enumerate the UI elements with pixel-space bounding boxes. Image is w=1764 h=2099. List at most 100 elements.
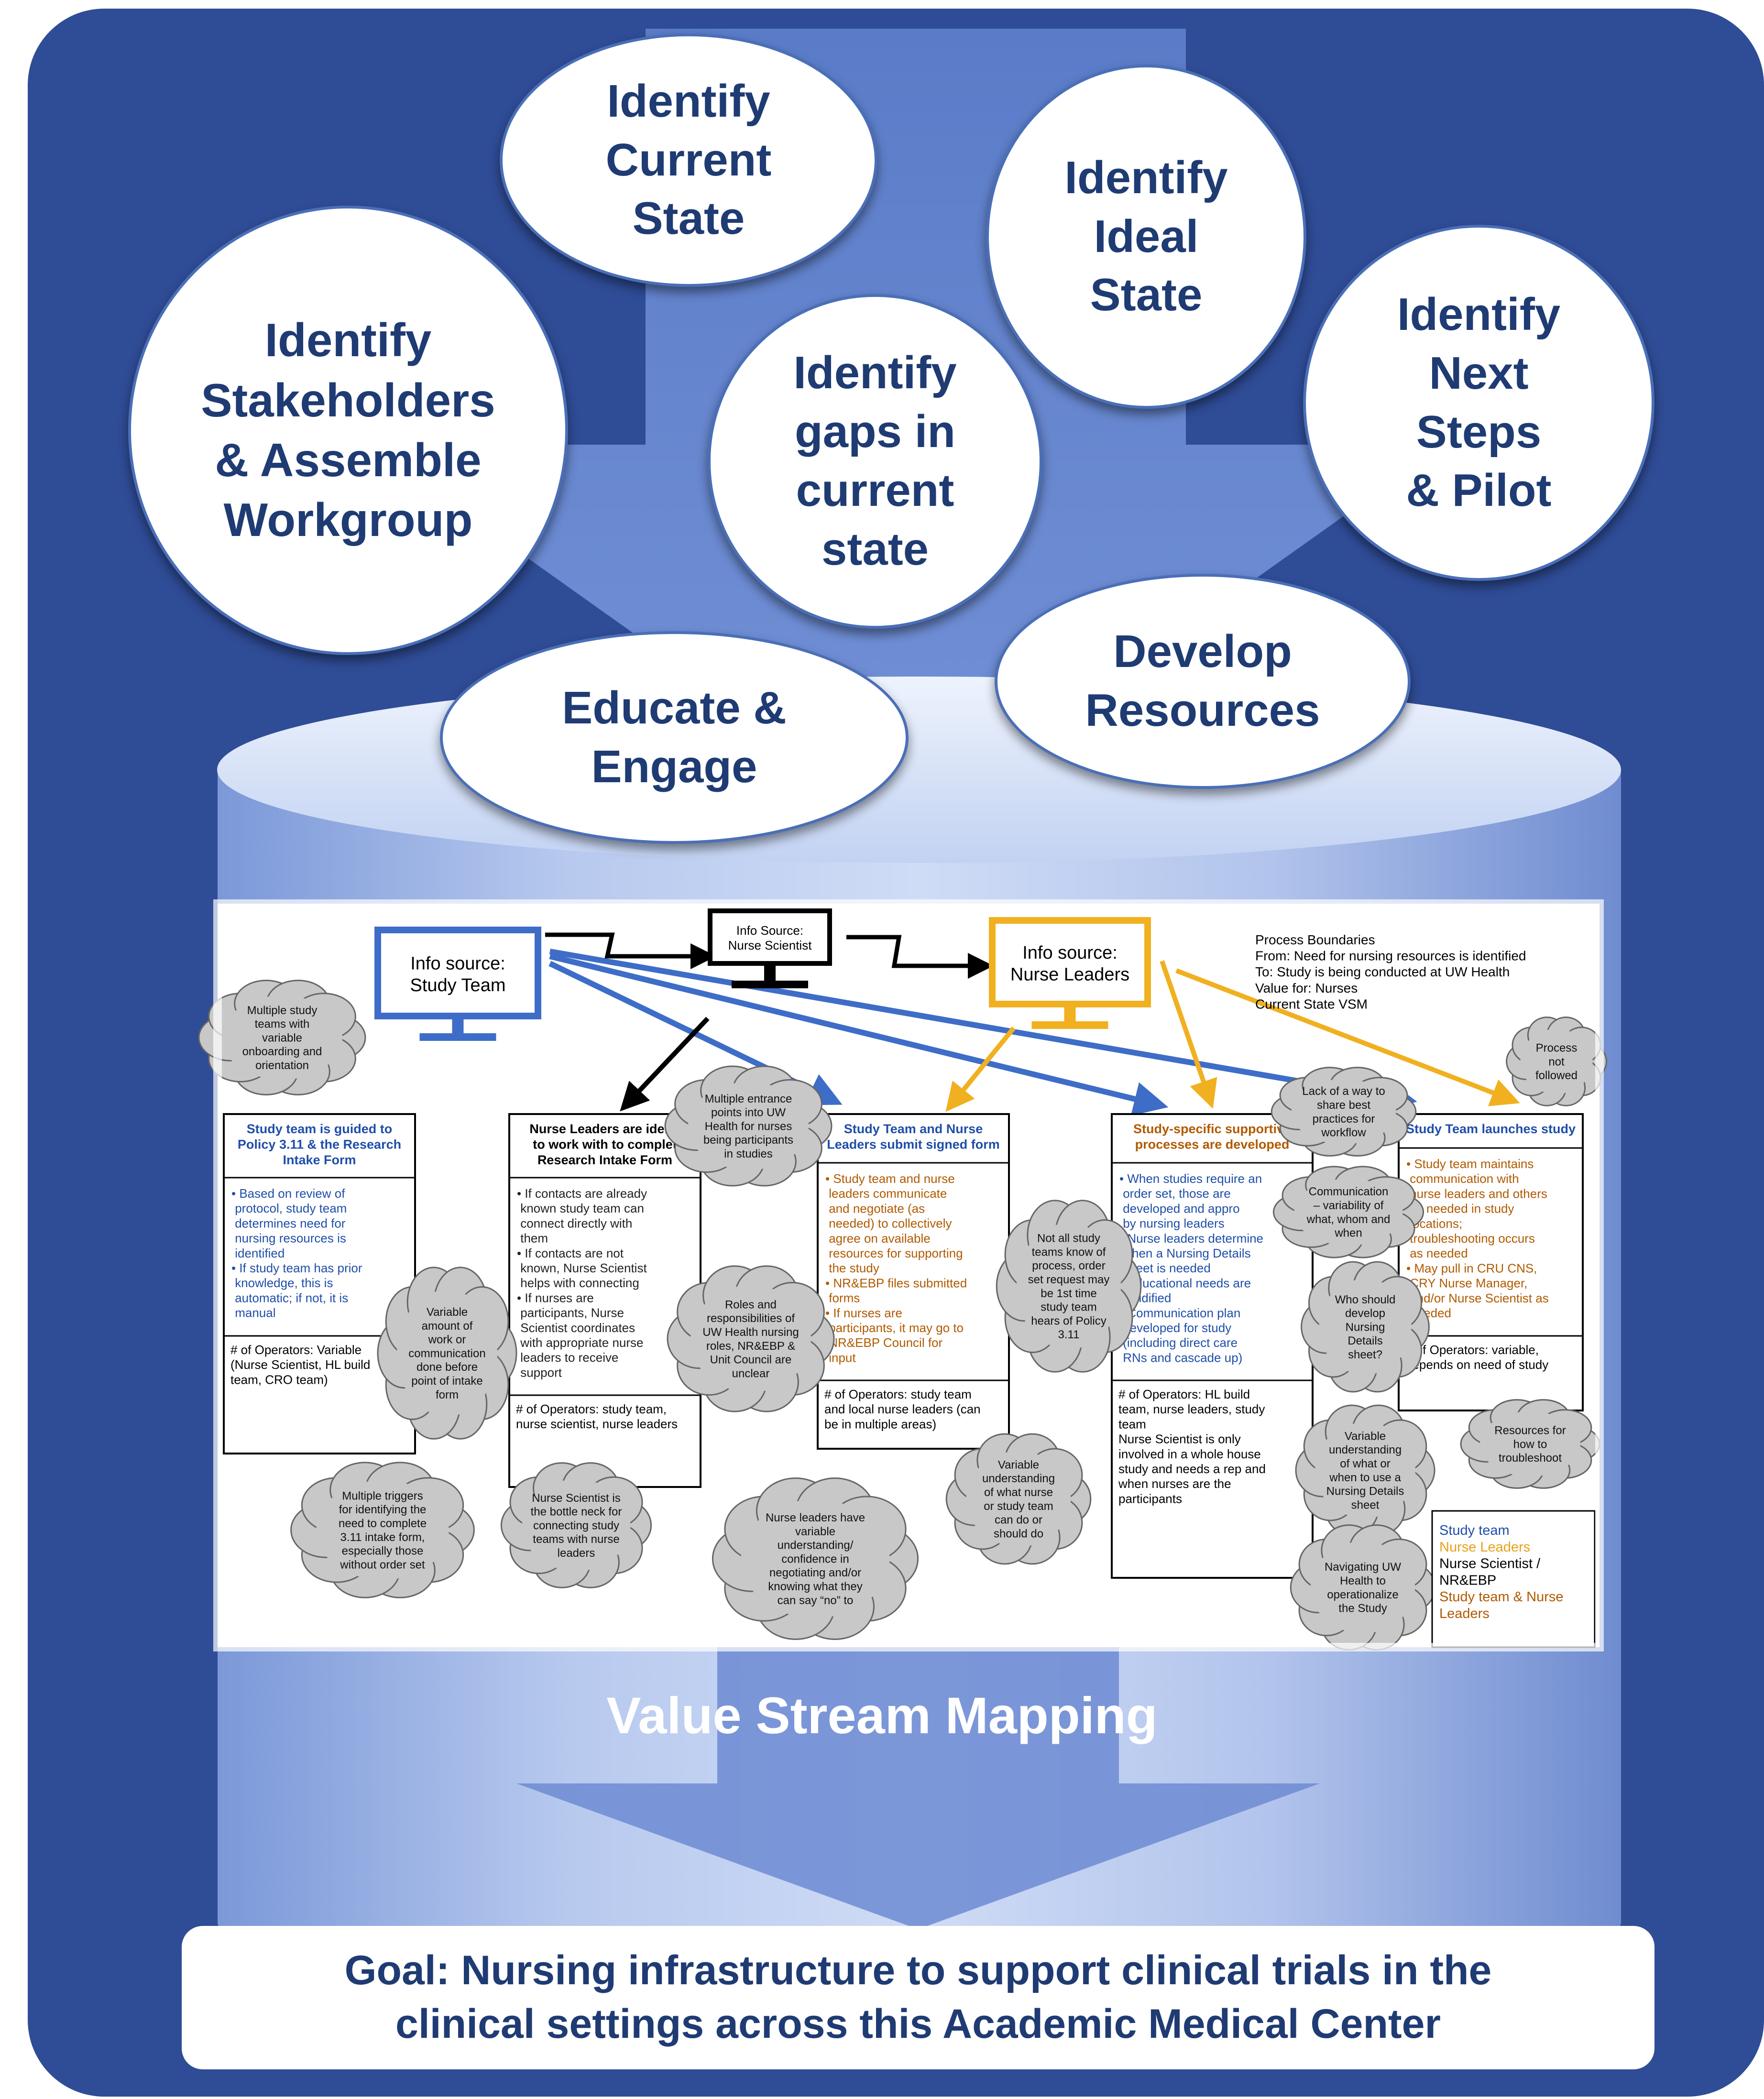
- bubble-develop-text: Develop Resources: [1085, 626, 1320, 736]
- arrow-scientist-leaders: [846, 935, 994, 979]
- arrow-study-scientist: [545, 932, 716, 969]
- monitor-study-team-base: [419, 1033, 496, 1041]
- issue-cloud-8: [667, 1265, 835, 1412]
- bubble-current-state-text: Identify Current State: [605, 75, 772, 244]
- issue-cloud-15: [945, 1433, 1092, 1565]
- arrow-leaders-to-box5: [1175, 968, 1520, 1106]
- bubble-next-steps-text: Identify Next Steps & Pilot: [1397, 288, 1561, 516]
- issue-cloud-7: [377, 1267, 517, 1440]
- bubble-identify-current-state: Identify Current State: [500, 33, 877, 287]
- issue-cloud-12: [290, 1462, 475, 1598]
- cylinder-label: Value Stream Mapping: [606, 1686, 1158, 1744]
- bubble-develop-resources: Develop Resources: [995, 574, 1411, 789]
- issue-cloud-2: [664, 1065, 833, 1187]
- bubble-identify-next-steps: Identify Next Steps & Pilot: [1303, 225, 1654, 581]
- process-box-3-body: • Study team and nurse leaders communica…: [825, 1171, 967, 1365]
- issue-cloud-11: [1460, 1399, 1600, 1489]
- monitor-nurse-scientist-base: [732, 981, 808, 988]
- issue-cloud-6-core: [1016, 1223, 1121, 1349]
- bubble-educate-text: Educate & Engage: [562, 682, 787, 792]
- goal-box: Goal: Nursing infrastructure to support …: [182, 1926, 1654, 2069]
- process-box-5: [1398, 1113, 1584, 1411]
- process-box-1-operators: # of Operators: Variable(Nurse Scientist…: [230, 1343, 370, 1387]
- issue-cloud-10-core: [1315, 1422, 1415, 1518]
- issue-cloud-12-core: [316, 1480, 449, 1580]
- process-box-3: [817, 1113, 1010, 1450]
- process-box-2-body: • If contacts are already known study te…: [517, 1186, 647, 1379]
- process-box-1: [223, 1113, 416, 1454]
- monitor-nurse-scientist-screen: [708, 908, 832, 966]
- issue-cloud-7-core: [397, 1290, 497, 1416]
- bubble-gaps-text: Identify gaps in current state: [793, 347, 957, 575]
- issue-cloud-1-core: [222, 995, 342, 1080]
- arrow-study-to-box4: [549, 953, 1169, 1116]
- cylinder-top: [217, 677, 1621, 863]
- bubble-ideal-state-text: Identify Ideal State: [1064, 152, 1228, 321]
- monitor-nurse-leaders-base: [1031, 1021, 1108, 1029]
- issue-cloud-4: [1271, 1067, 1417, 1157]
- monitor-nurse-scientist-label: Info Source:Nurse Scientist: [728, 923, 812, 952]
- monitor-nurse-leaders-label: Info source:Nurse Leaders: [1010, 943, 1129, 985]
- issue-cloud-5: [1272, 1166, 1424, 1258]
- process-box-4: [1111, 1113, 1314, 1579]
- arrow-leaders-to-box4: [1160, 960, 1217, 1109]
- goal-text: Goal: Nursing infrastructure to support …: [344, 1947, 1492, 2047]
- arrow-scientist-to-box2: [620, 1017, 710, 1112]
- issue-cloud-14: [712, 1477, 919, 1640]
- issue-cloud-8-core: [690, 1285, 811, 1392]
- issue-cloud-13: [500, 1462, 652, 1588]
- bubble-educate-engage: Educate & Engage: [440, 631, 909, 844]
- bubble-identify-ideal-state: Identify Ideal State: [986, 65, 1306, 409]
- issue-cloud-4-core: [1291, 1079, 1396, 1144]
- issue-cloud-16-core: [1310, 1541, 1415, 1633]
- monitor-nurse-leaders-stand: [1064, 1004, 1076, 1022]
- arrow-leaders-to-box3: [945, 1026, 1016, 1112]
- monitor-study-team-screen: [374, 927, 541, 1019]
- vsm-panel-glow: [213, 899, 1604, 1651]
- issue-cloud-2-core: [688, 1082, 809, 1170]
- monitor-study-team-label: Info source:Study Team: [410, 953, 506, 995]
- bubble-identify-stakeholders: Identify Stakeholders & Assemble Workgro…: [128, 206, 568, 655]
- issue-cloud-11-core: [1480, 1411, 1580, 1476]
- issue-cloud-10: [1295, 1404, 1435, 1536]
- issue-cloud-16: [1290, 1524, 1436, 1651]
- issue-cloud-13-core: [522, 1479, 631, 1571]
- process-box-2: [508, 1113, 701, 1488]
- bubble-identify-gaps: Identify gaps in current state: [708, 294, 1042, 629]
- issue-cloud-9: [1301, 1261, 1430, 1393]
- issue-cloud-14-core: [741, 1499, 890, 1618]
- process-box-5-title: Study Team launches study: [1406, 1122, 1576, 1136]
- process-box-1-body: • Based on review of protocol, study tea…: [231, 1186, 362, 1320]
- monitor-study-team-stand: [452, 1016, 464, 1034]
- issue-cloud-3-core: [1520, 1029, 1593, 1094]
- monitor-nurse-scientist-stand: [764, 963, 776, 982]
- issue-cloud-15-core: [966, 1451, 1071, 1547]
- issue-cloud-1: [198, 979, 366, 1096]
- issue-cloud-5-core: [1294, 1179, 1403, 1246]
- issue-cloud-3: [1506, 1017, 1607, 1106]
